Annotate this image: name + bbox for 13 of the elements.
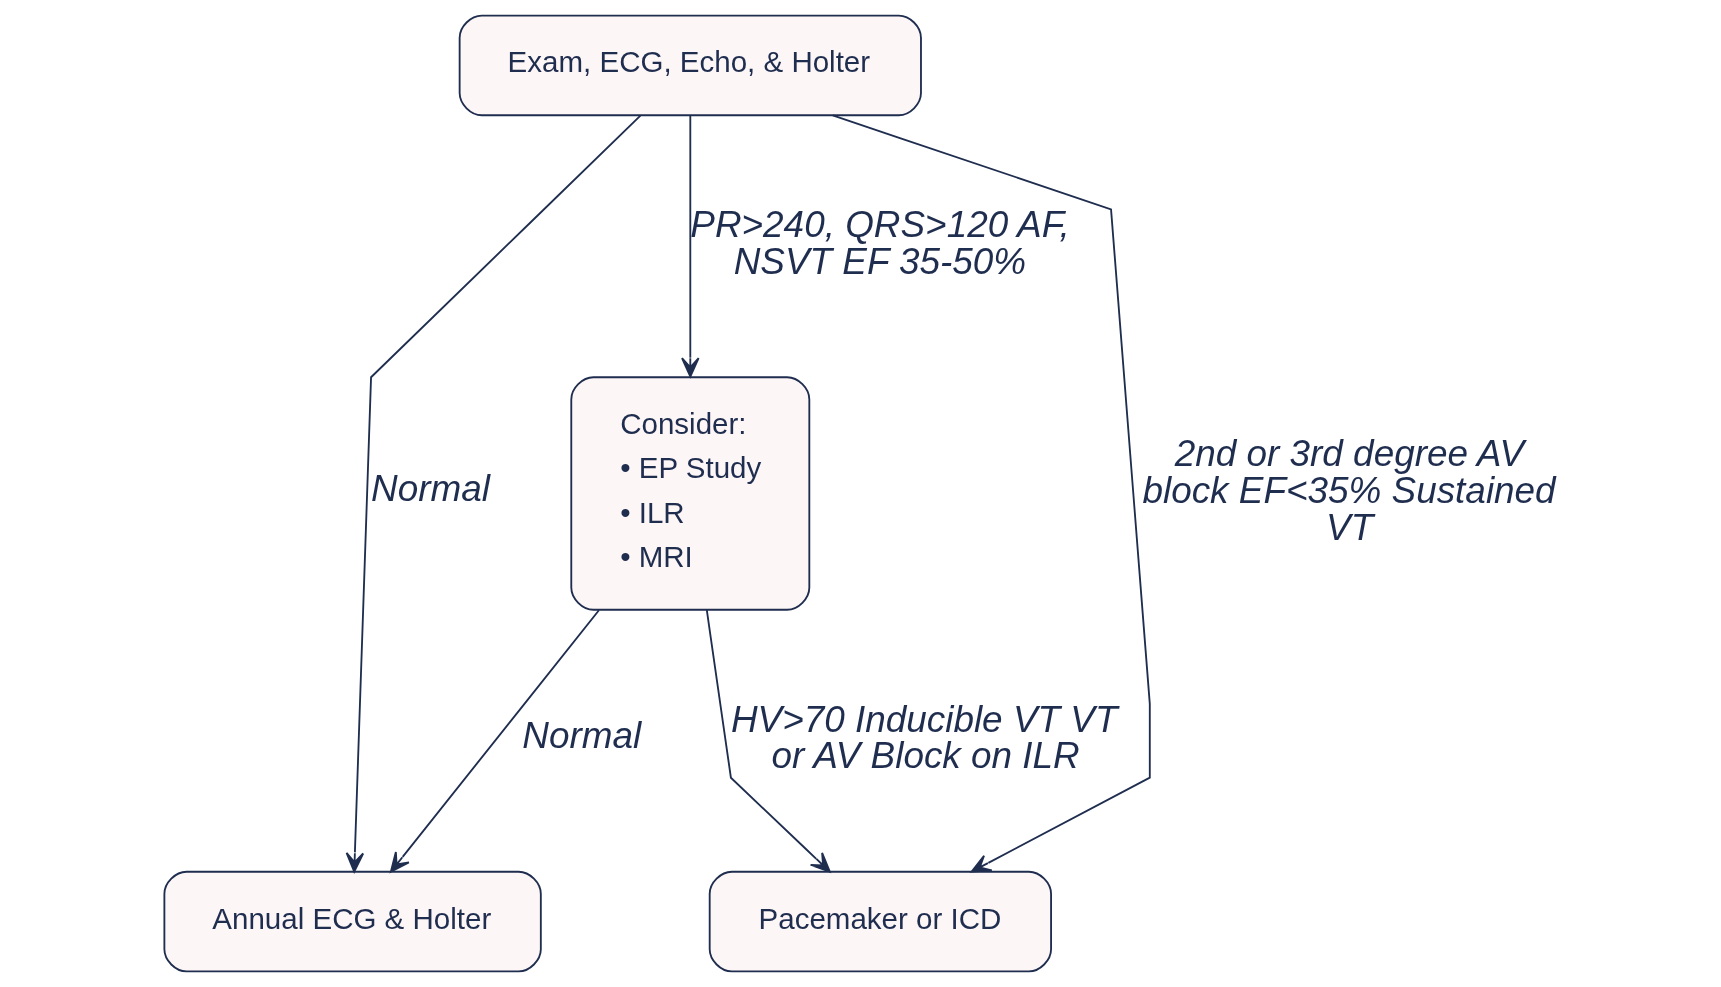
arrow	[705, 609, 831, 873]
node-box: Exam, ECG, Echo, & Holter	[458, 14, 922, 117]
arrow	[389, 609, 600, 873]
arrow	[831, 114, 1151, 873]
edge-label: Normal	[521, 715, 641, 757]
arrow	[345, 114, 641, 873]
node-box: Annual ECG & Holter	[162, 870, 542, 973]
edge-label: 2nd or 3rd degree AV block EF<35% Sustained VT	[1141, 432, 1556, 548]
node-box: Consider: • EP Study • ILR • MRI	[569, 376, 810, 611]
edge-label: Normal	[370, 467, 490, 509]
node-box: Pacemaker or ICD	[708, 870, 1052, 973]
arrow	[680, 115, 700, 378]
edge-label: PR>240, QRS>120 AF, NSVT EF 35-50%	[689, 204, 1070, 282]
